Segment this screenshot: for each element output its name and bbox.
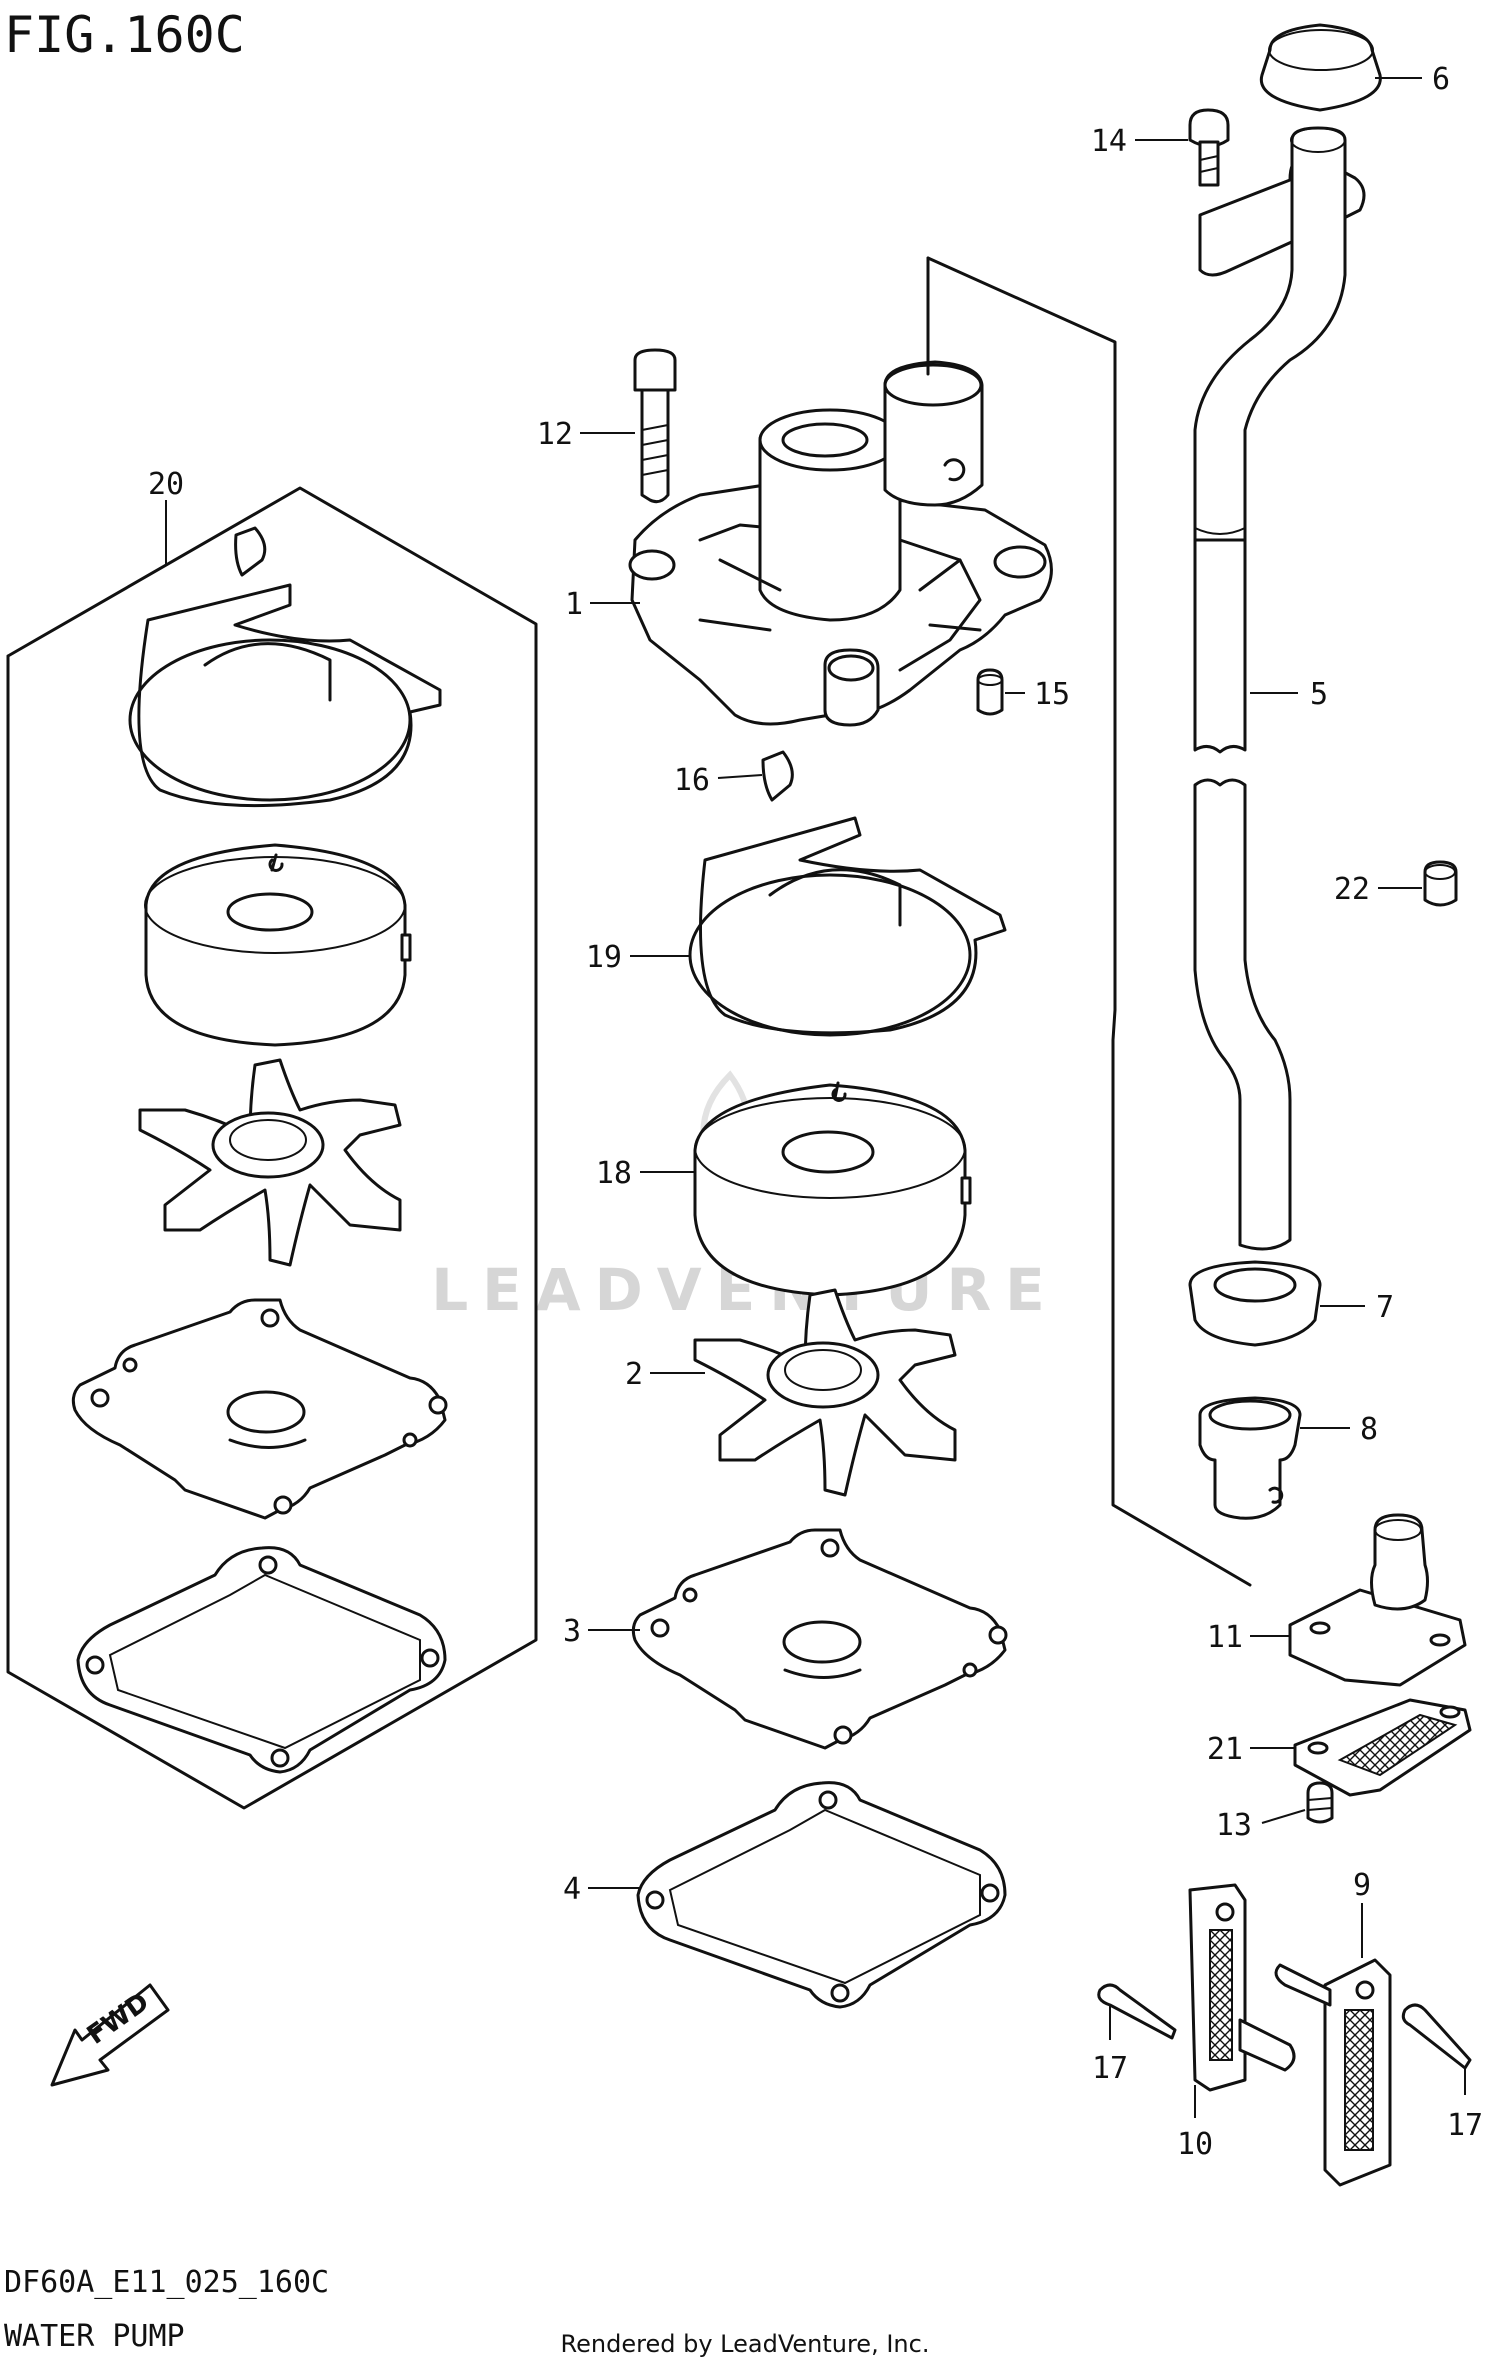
callout-4: 4 [563, 1872, 581, 1907]
kit-box-20 [6, 486, 538, 1810]
strainer-10 [1188, 1883, 1296, 2092]
diagram-code: DF60A_E11_025_160C [4, 2265, 329, 2300]
fwd-arrow: FWD [50, 1983, 170, 2087]
strainer-9 [1274, 1958, 1392, 2187]
callout-1: 1 [565, 587, 583, 622]
callouts: 1 2 3 4 5 6 7 8 9 10 11 12 13 14 15 16 1 [148, 62, 1483, 2162]
dowel-pin-15 [976, 668, 1004, 716]
bolt-12 [633, 348, 677, 504]
callout-5: 5 [1310, 677, 1328, 712]
callout-3: 3 [563, 1614, 581, 1649]
callout-20: 20 [148, 467, 184, 502]
callout-21: 21 [1207, 1732, 1243, 1767]
hose-5 [1193, 126, 1366, 1251]
assembly-bracket [926, 256, 1252, 1587]
callout-10: 10 [1177, 2127, 1213, 2162]
cap-22 [1423, 860, 1458, 907]
screw-13 [1306, 1781, 1334, 1824]
section-title: WATER PUMP [4, 2319, 185, 2354]
callout-18: 18 [596, 1156, 632, 1191]
callout-22: 22 [1334, 872, 1370, 907]
callout-16: 16 [674, 763, 710, 798]
screw-17-left [1097, 1983, 1177, 2040]
callout-15: 15 [1034, 677, 1070, 712]
callout-13: 13 [1216, 1808, 1252, 1843]
cap-6 [1259, 23, 1382, 112]
callout-19: 19 [586, 940, 622, 975]
callout-9: 9 [1353, 1868, 1371, 1903]
key-16 [761, 750, 794, 802]
callout-8: 8 [1360, 1412, 1378, 1447]
kit-impeller [138, 1058, 402, 1267]
seal-ring-19 [688, 816, 1007, 1037]
grommet-7 [1188, 1260, 1322, 1347]
impeller-2 [693, 1288, 957, 1497]
gasket-4 [636, 1781, 1007, 2009]
bolt-14 [1188, 108, 1230, 187]
credit-line: Rendered by LeadVenture, Inc. [561, 2330, 930, 2358]
callout-7: 7 [1376, 1290, 1394, 1325]
kit-wear-plate [71, 1298, 448, 1520]
callout-6: 6 [1432, 62, 1450, 97]
figure-title: FIG.160C [4, 6, 245, 64]
kit-gasket [76, 1546, 447, 1774]
screen-21 [1293, 1698, 1472, 1797]
screw-17-right [1401, 2003, 1472, 2070]
callout-17-right: 17 [1447, 2108, 1483, 2143]
callout-12: 12 [537, 417, 573, 452]
fitting-11 [1288, 1513, 1467, 1687]
callout-2: 2 [625, 1357, 643, 1392]
kit-pin [234, 526, 267, 577]
kit-spacer-ring [144, 843, 412, 1047]
kit-seal-ring [128, 583, 442, 808]
callout-11: 11 [1207, 1620, 1243, 1655]
callout-14: 14 [1091, 124, 1127, 159]
wear-plate-3 [631, 1528, 1008, 1750]
spacer-18 [693, 1081, 972, 1297]
grommet-8 [1198, 1396, 1302, 1520]
callout-17-left: 17 [1092, 2051, 1128, 2086]
pump-case [628, 360, 1053, 727]
